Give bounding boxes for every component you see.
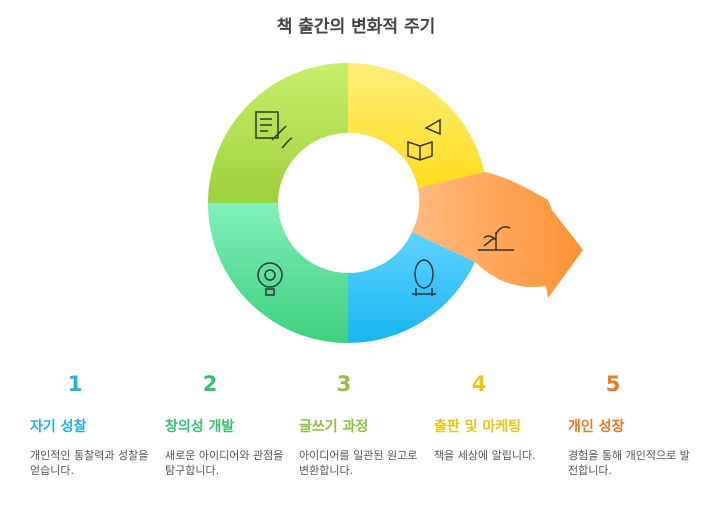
step-description: 새로운 아이디어와 관점을 탐구합니다.	[165, 449, 284, 477]
step-description: 아이디어를 일관된 원고로 변환합니다.	[299, 449, 418, 477]
step-number: 4	[471, 372, 487, 396]
step-number: 5	[605, 372, 621, 396]
step-title: 글쓰기 과정	[299, 419, 369, 435]
segment-publishing	[348, 63, 485, 188]
segment-growth-arrow	[412, 172, 583, 298]
book-megaphone-icon	[407, 118, 441, 161]
step-title: 자기 성찰	[30, 419, 87, 435]
segment-creativity	[208, 203, 348, 343]
step-1: 1 자기 성찰 개인적인 통찰력과 성찰을 얻습니다.	[30, 372, 160, 478]
step-number: 3	[336, 372, 352, 396]
cycle-diagram	[208, 63, 583, 343]
segment-reflection	[348, 232, 475, 343]
step-title: 창의성 개발	[165, 419, 235, 435]
step-description: 개인적인 통찰력과 성찰을 얻습니다.	[30, 449, 149, 477]
step-3: 3 글쓰기 과정 아이디어를 일관된 원고로 변환합니다.	[299, 372, 429, 478]
step-number: 1	[67, 372, 83, 396]
step-number: 2	[202, 372, 218, 396]
mirror-icon	[412, 259, 436, 296]
step-4: 4 출판 및 마케팅 책을 세상에 알립니다.	[434, 372, 564, 463]
step-title: 출판 및 마케팅	[434, 419, 522, 435]
step-description: 경험을 통해 개인적으로 발전합니다.	[568, 449, 690, 477]
step-title: 개인 성장	[568, 419, 625, 435]
diagram-title: 책 출간의 변화적 주기	[276, 17, 436, 37]
step-5: 5 개인 성장 경험을 통해 개인적으로 발전합니다.	[568, 372, 698, 478]
plant-growth-icon	[478, 226, 514, 251]
step-description: 책을 세상에 알립니다.	[434, 449, 536, 462]
step-2: 2 창의성 개발 새로운 아이디어와 관점을 탐구합니다.	[165, 372, 295, 478]
gear-lightbulb-icon	[257, 262, 283, 296]
writing-icon	[255, 111, 293, 149]
